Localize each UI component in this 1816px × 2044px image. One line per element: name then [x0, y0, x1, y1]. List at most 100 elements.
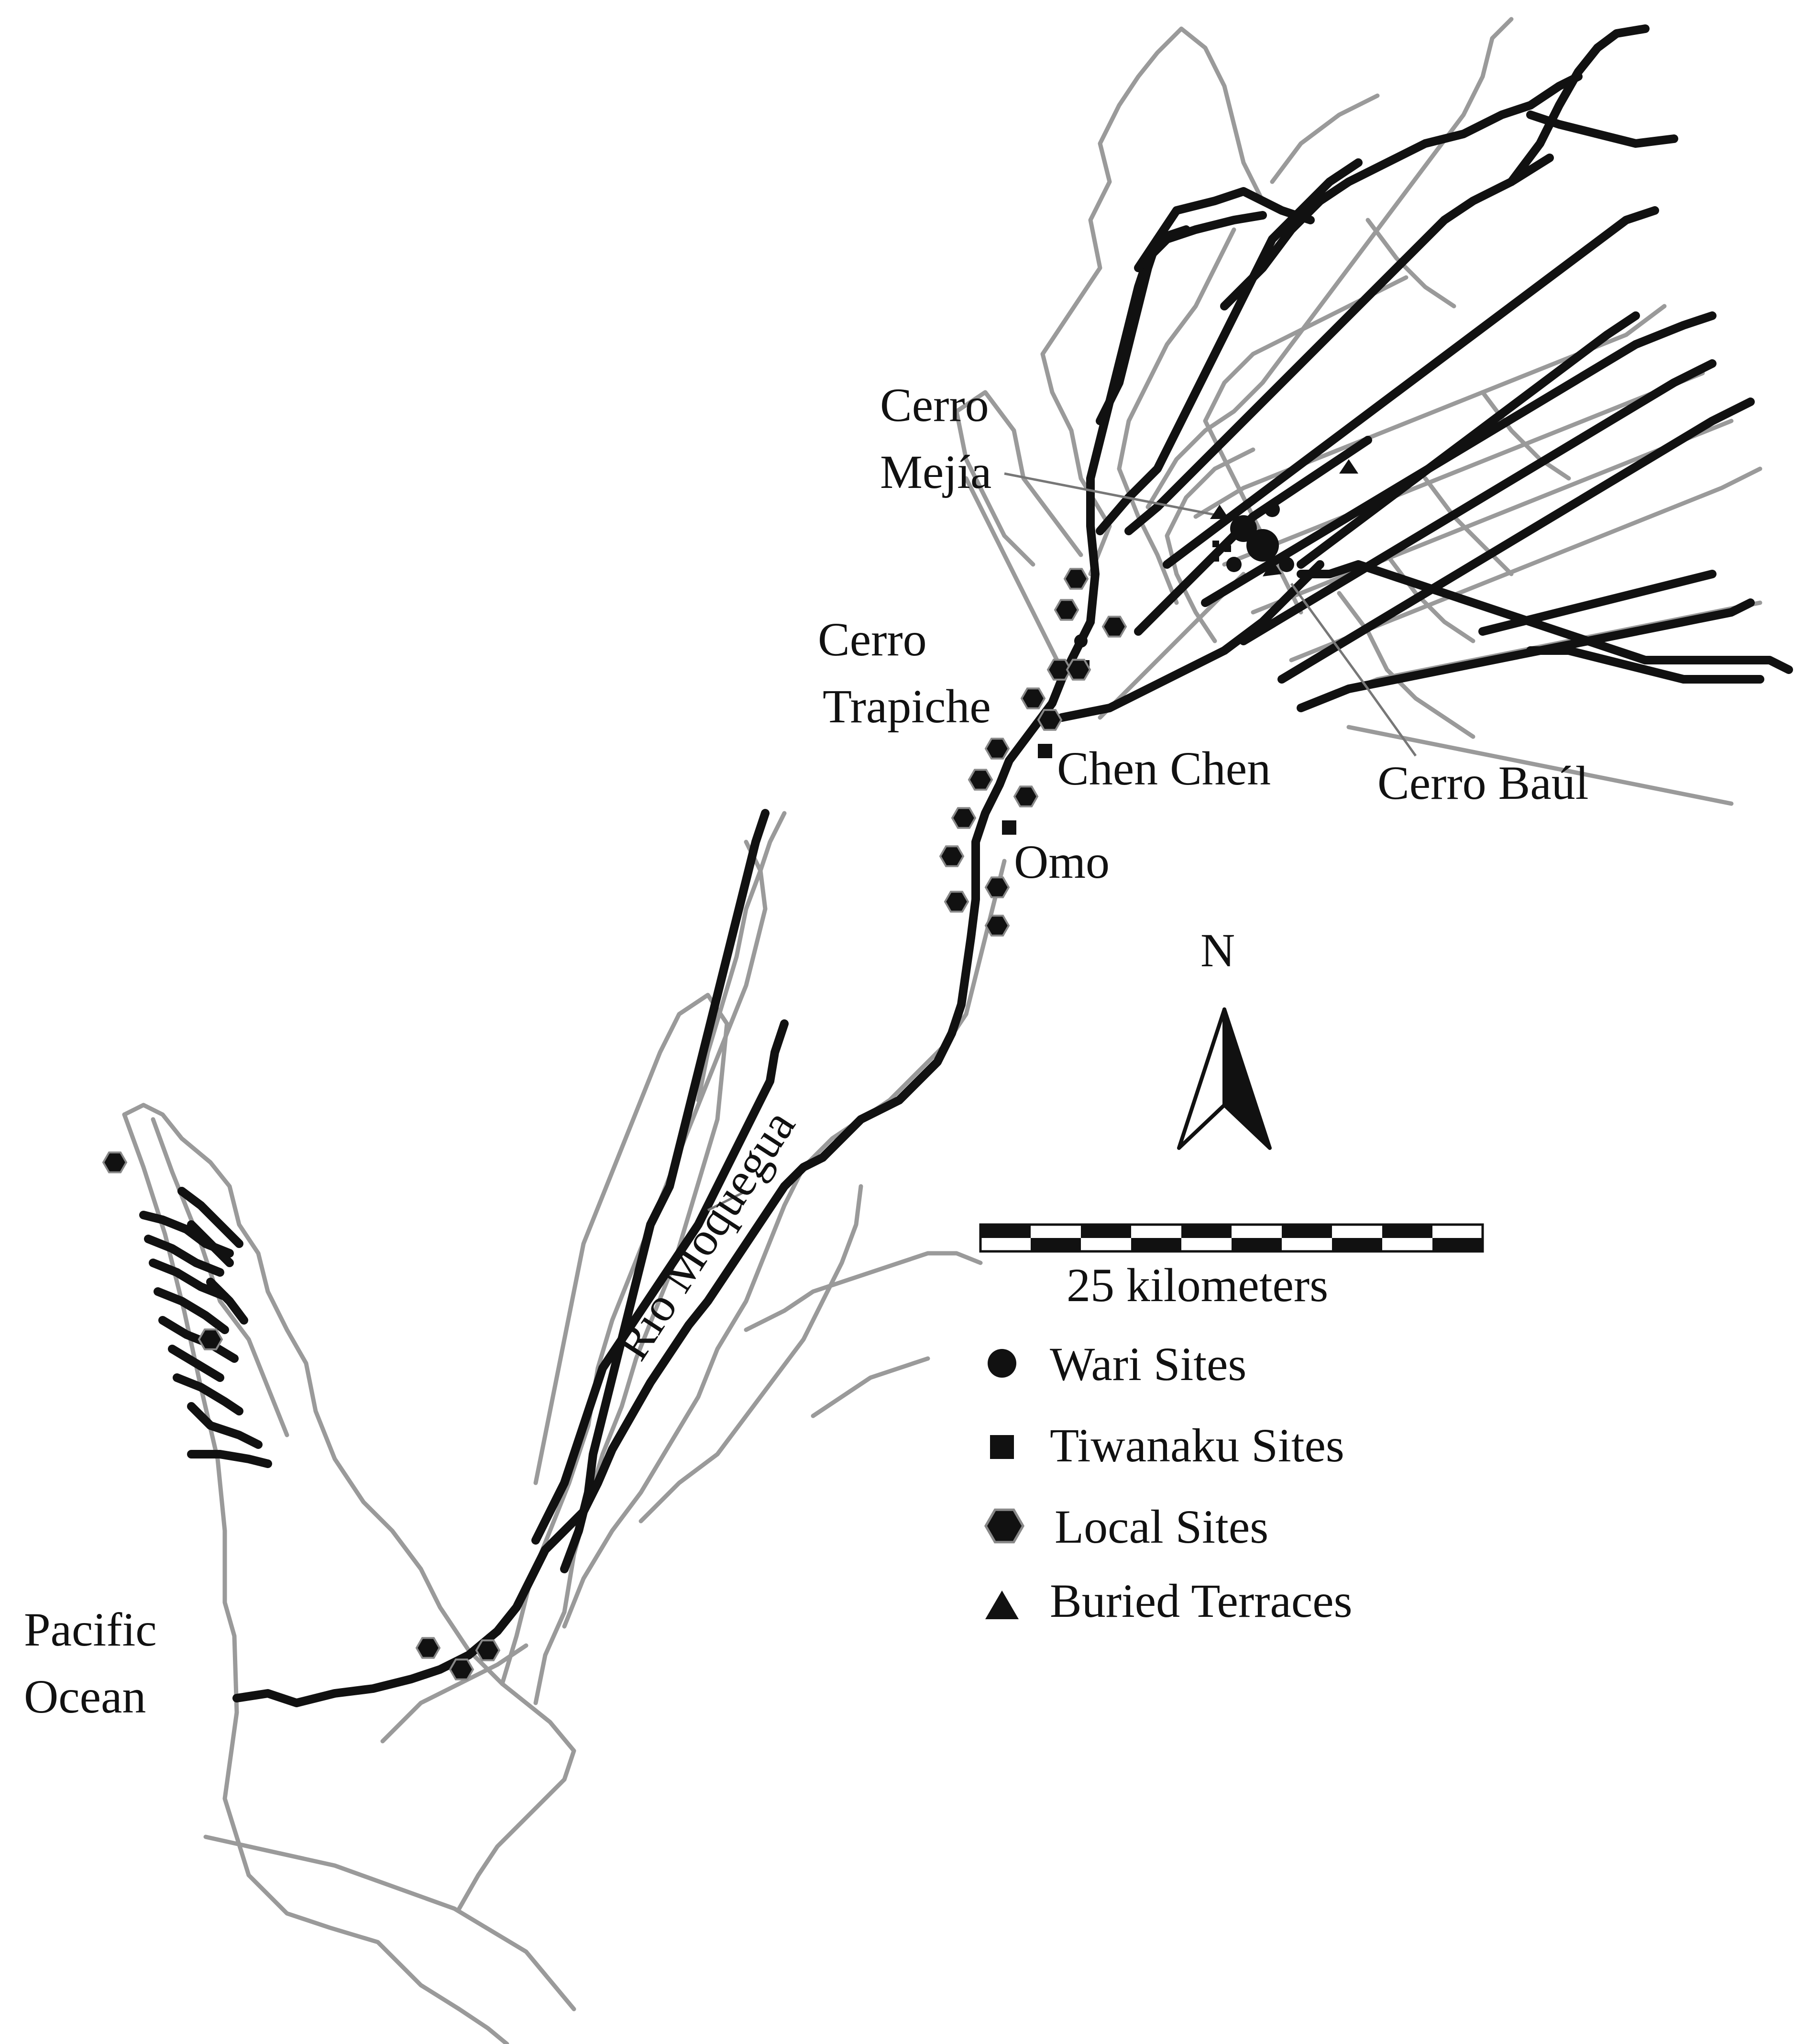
upper-tributary-north: [1086, 211, 1267, 626]
scale-bar-segment: [1232, 1238, 1282, 1251]
rio-leader: [707, 1190, 747, 1212]
upper-drainage-19: [1365, 218, 1456, 309]
upper-tributary-ne-3: [1124, 154, 1554, 535]
upper-drainage-12: [964, 476, 1064, 672]
scale-bar: 25 kilometers: [979, 1223, 1484, 1312]
buried-terrace-marker: [1263, 560, 1282, 576]
upper-drainage-15: [1337, 591, 1475, 739]
scale-bar-segments: [979, 1223, 1484, 1253]
upper-drainage-17: [1423, 476, 1514, 576]
coastline-west: [122, 1112, 509, 2044]
tributary-canyon-outline: [696, 811, 787, 1103]
label-pacific: Pacific: [24, 1603, 157, 1656]
cerro-baul-leader: [1290, 583, 1417, 757]
north-arrow: N: [1177, 924, 1272, 1150]
legend-wari-label: Wari Sites: [1050, 1337, 1246, 1391]
local-site-marker: [939, 845, 965, 867]
local-site-marker: [944, 891, 969, 913]
terrace-mark: [154, 1287, 229, 1334]
scale-bar-label: 25 kilometers: [1067, 1259, 1328, 1312]
scale-bar-segment: [980, 1238, 1031, 1251]
upper-drainage-18: [1480, 390, 1571, 481]
legend: Wari Sites Tiwanaku Sites Local Sites Bu…: [984, 1337, 1353, 1627]
upper-tributary-east-2: [1201, 311, 1717, 607]
upper-tributary-ne-2: [1220, 72, 1583, 310]
valley-lower-south-2: [380, 1643, 528, 1744]
terrace-mark: [168, 1345, 224, 1382]
scale-bar-segment: [1282, 1225, 1332, 1238]
drainage-outline-layer: [122, 17, 1762, 2044]
upper-drainage-20: [1270, 93, 1380, 184]
scale-bar-segment: [1181, 1225, 1232, 1238]
rio-moquegua-main-channel: [232, 618, 1095, 1707]
terrace-mark: [173, 1373, 243, 1415]
east-valley-wall: [562, 859, 1007, 1629]
buried-terrace-marker: [1339, 459, 1358, 474]
wari-site-marker: [1279, 557, 1294, 572]
wari-site-marker: [1226, 557, 1242, 572]
legend-local-label: Local Sites: [1055, 1500, 1268, 1553]
label-rio-moquegua: Rio Moquegua: [605, 1101, 805, 1369]
tiwanaku-site-marker: [1212, 541, 1219, 547]
north-arrow-left-half: [1177, 1007, 1226, 1150]
scale-bar-segment: [1432, 1225, 1483, 1238]
upper-tributary-north-2: [1134, 187, 1315, 272]
scale-bar-segment: [1282, 1238, 1332, 1251]
scale-bar-segment: [1432, 1238, 1483, 1251]
upper-tributary-ne-4: [1507, 24, 1650, 186]
label-cerro-baul: Cerro Baúl: [1377, 756, 1589, 809]
local-site-marker: [1037, 709, 1063, 731]
upper-drainage-13: [1165, 447, 1255, 643]
tiwanaku-site-marker: [1038, 744, 1052, 758]
local-site-marker: [1063, 568, 1089, 590]
terrace-mark: [144, 1235, 224, 1277]
local-site-marker: [1013, 785, 1039, 807]
northern-west-arm: [1096, 225, 1190, 425]
local-site-marker: [449, 1658, 474, 1680]
scale-bar-segment: [1181, 1238, 1232, 1251]
terrace-mark: [177, 1187, 243, 1248]
terrace-mark: [187, 1220, 234, 1267]
scale-bar-segment: [1081, 1238, 1131, 1251]
local-site-marker: [984, 738, 1010, 760]
upper-drainage-3: [1145, 17, 1514, 509]
local-site-marker: [984, 915, 1010, 937]
local-site-marker: [415, 1637, 441, 1659]
north-arrow-label: N: [1200, 924, 1235, 977]
buried-terrace-marker: [1210, 505, 1229, 519]
terrace-mark: [149, 1259, 229, 1301]
scale-bar-segment: [1382, 1225, 1432, 1238]
local-site-marker: [968, 769, 993, 791]
scale-bar-outline: [979, 1223, 1484, 1253]
peninsula-outline: [122, 1103, 505, 1686]
scale-bar-segment: [980, 1225, 1031, 1238]
upper-drainage-14: [1117, 227, 1236, 605]
south-branch-2: [1526, 646, 1764, 684]
label-chen-chen: Chen Chen: [1057, 742, 1271, 795]
leader-lines: [707, 472, 1417, 1212]
east-side-drainage-2: [811, 1356, 930, 1418]
wari-site-marker: [1074, 634, 1088, 648]
cerro-baul-tributary: [1057, 560, 1324, 722]
local-site-marker: [198, 1328, 223, 1350]
upper-drainage-1: [1040, 26, 1265, 576]
rio-moquegua-secondary: [531, 1019, 789, 1545]
label-ocean: Ocean: [24, 1670, 146, 1723]
legend-tiwanaku-symbol-square: [990, 1435, 1014, 1459]
cerro-baul-tributary-south: [1297, 560, 1793, 674]
upper-drainage-9: [1346, 725, 1734, 806]
local-site-marker: [1020, 687, 1046, 709]
upper-drainage-16: [1385, 552, 1475, 643]
tiwanaku-site-marker: [1002, 820, 1016, 835]
label-cerro-mejia-1: Cerro: [880, 378, 989, 431]
tiwanaku-site-marker: [1212, 555, 1219, 562]
terrace-mark: [206, 1278, 248, 1325]
valley-lower-south: [457, 1681, 576, 1911]
label-omo: Omo: [1014, 835, 1110, 888]
terrace-mark: [187, 1450, 272, 1468]
place-labels: Cerro Mejía Cerro Trapiche Chen Chen Cer…: [24, 378, 1589, 1723]
label-cerro-trapiche-1: Cerro: [818, 613, 927, 666]
east-valley-wall-2: [638, 1184, 863, 1524]
scale-bar-segment: [1332, 1238, 1382, 1251]
